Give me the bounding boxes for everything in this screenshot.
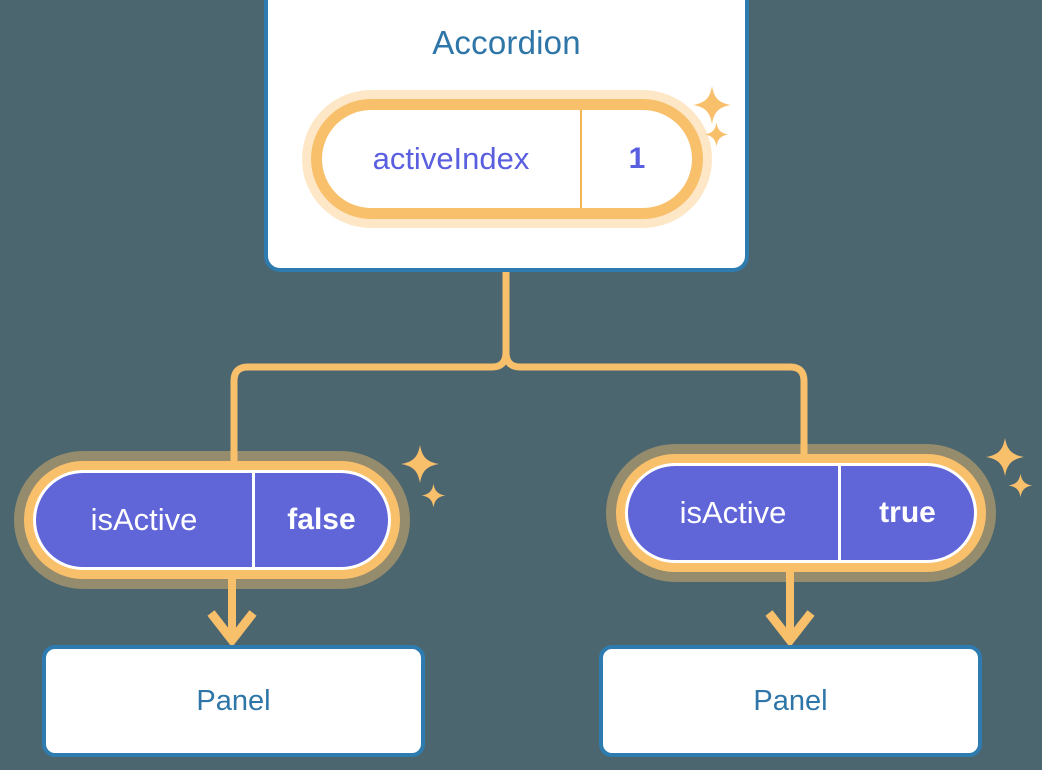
state-pill-is-active-true[interactable]: isActive true [625, 463, 977, 563]
sparkle-large-icon [985, 437, 1025, 477]
arrow-head-left-icon [207, 610, 257, 648]
state-key-label: isActive [679, 495, 787, 530]
state-pill-is-active-false[interactable]: isActive false [33, 470, 391, 570]
state-key-label: isActive [90, 502, 198, 537]
sparkle-small-icon [421, 483, 446, 508]
accordion-title: Accordion [432, 24, 581, 61]
connector-branch-right [502, 348, 808, 470]
panel-node-right[interactable]: Panel [599, 645, 982, 757]
state-key-label: activeIndex [372, 141, 530, 176]
state-pill-body: isActive false [33, 470, 391, 570]
sparkle-large-icon [400, 444, 440, 484]
panel-title: Panel [196, 684, 271, 717]
state-value-label: 1 [580, 110, 692, 208]
state-value-label: false [252, 473, 388, 567]
arrow-head-right-icon [765, 610, 815, 648]
state-value-label: true [838, 466, 974, 560]
sparkle-small-icon [1008, 473, 1033, 498]
panel-node-left[interactable]: Panel [42, 645, 425, 757]
connector-branch-left [230, 348, 510, 477]
state-pill-body: activeIndex 1 [311, 99, 703, 219]
panel-title: Panel [753, 684, 828, 717]
state-pill-body: isActive true [625, 463, 977, 563]
state-pill-active-index[interactable]: activeIndex 1 [311, 99, 703, 219]
